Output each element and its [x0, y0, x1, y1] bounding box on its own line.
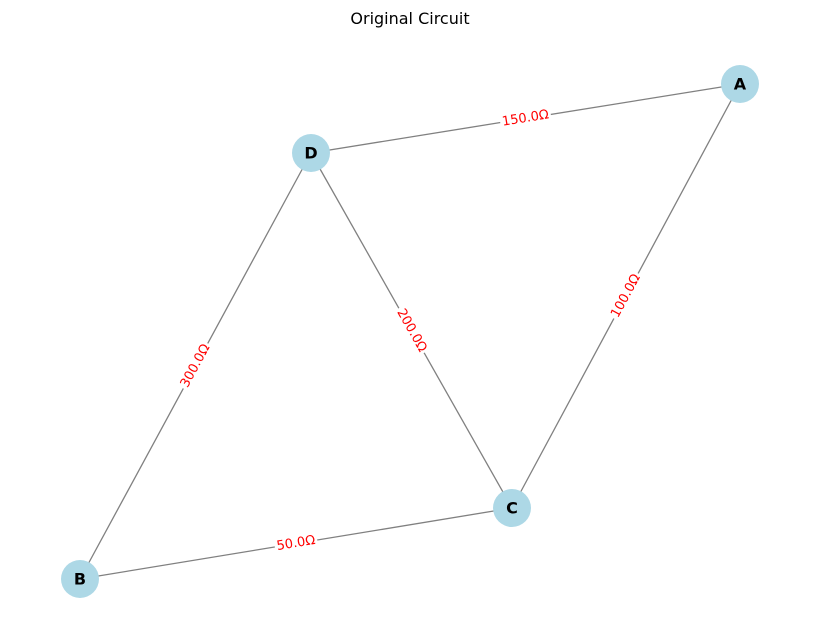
node-label: C	[506, 499, 518, 518]
edge-label-text: 50.0Ω	[276, 533, 317, 554]
node-label: B	[74, 570, 86, 589]
node-label: A	[734, 75, 747, 94]
edge-label-d-c: 200.0Ω	[391, 304, 432, 357]
node-label: D	[304, 144, 317, 163]
node-c: C	[493, 489, 531, 527]
node-circle	[292, 134, 330, 172]
node-a: A	[721, 65, 759, 103]
edge-label-d-a: 150.0Ω	[498, 106, 553, 131]
edge-label-b-c: 50.0Ω	[273, 531, 319, 556]
nodes-layer: A B C D	[61, 65, 759, 598]
edge-label-background	[273, 531, 319, 556]
edge-label-a-c: 100.0Ω	[606, 269, 646, 323]
node-d: D	[292, 134, 330, 172]
edge-label-background	[498, 106, 553, 131]
edge-labels-layer: 150.0Ω 100.0Ω 200.0Ω 300.0Ω 50.0Ω	[175, 106, 646, 556]
node-circle	[493, 489, 531, 527]
edge-label-background	[175, 339, 216, 393]
edge-label-d-b: 300.0Ω	[175, 339, 216, 393]
node-circle	[721, 65, 759, 103]
edge-label-background	[391, 304, 432, 357]
diagram-title: Original Circuit	[350, 9, 469, 28]
node-b: B	[61, 560, 99, 598]
node-circle	[61, 560, 99, 598]
edge-label-background	[606, 269, 646, 323]
edge-label-text: 150.0Ω	[501, 107, 550, 129]
